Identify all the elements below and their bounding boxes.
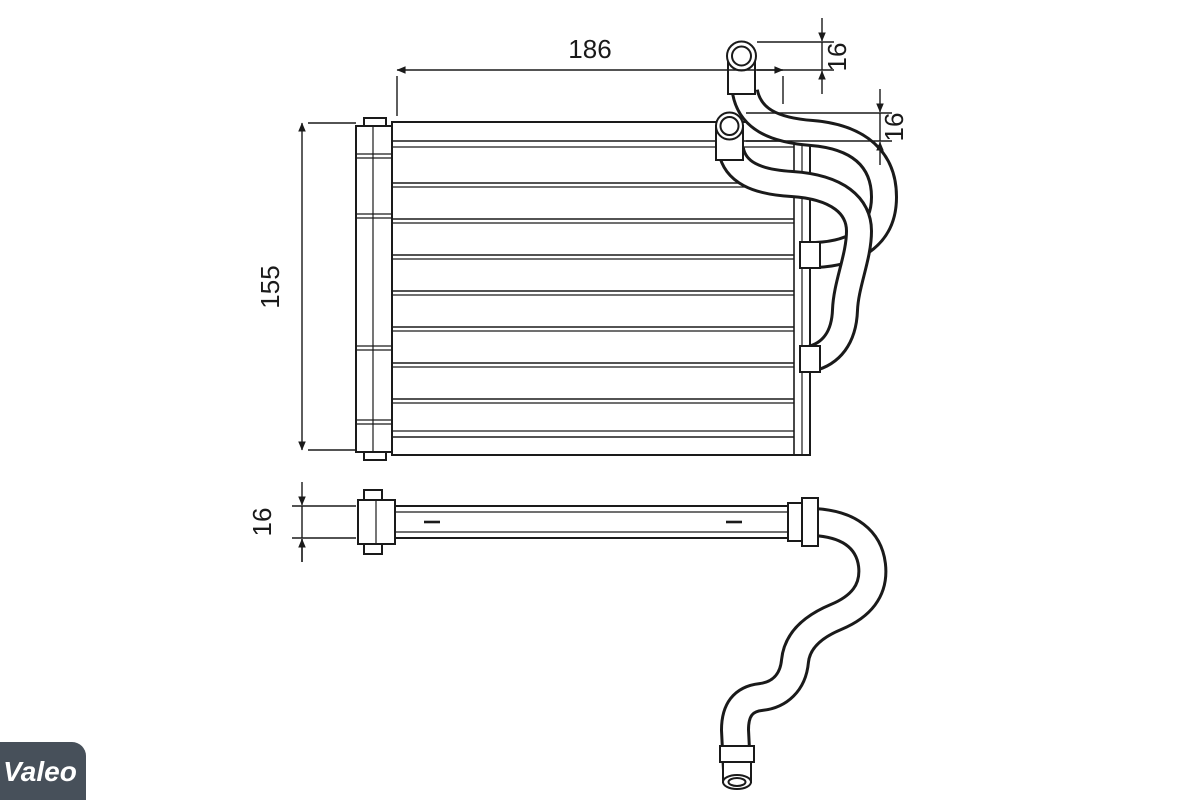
side-view-left-bracket	[357, 489, 396, 555]
inlet-outlet-hoses	[715, 40, 898, 373]
valeo-logo-background	[0, 742, 86, 800]
dim-pipe-lower-label: 16	[879, 113, 909, 142]
core-tube-lines	[392, 182, 794, 404]
valeo-logo-text: Valeo	[3, 756, 77, 787]
dim-core-depth: 16	[247, 482, 356, 562]
inlet-pipe-fitting	[726, 40, 757, 95]
dim-pipe-top-label: 16	[822, 43, 852, 72]
left-mounting-bracket	[355, 117, 393, 461]
dim-core-height: 155	[255, 122, 356, 451]
outlet-pipe-fitting	[715, 111, 744, 161]
dim-inlet-pipe: 16	[757, 18, 852, 94]
dim-core-width: 186	[396, 34, 784, 116]
lower-hose-body	[720, 147, 870, 370]
side-hose-tip	[719, 745, 755, 790]
dim-outlet-pipe: 16	[746, 89, 909, 165]
side-view	[357, 489, 888, 790]
dimension-annotations: 186 16 16 155	[247, 18, 909, 562]
side-view-core-bar	[394, 505, 791, 539]
upper-hose-flange	[799, 241, 821, 269]
dim-depth-label: 16	[247, 508, 277, 537]
side-hose-body	[723, 510, 885, 771]
valeo-logo: Valeo	[0, 742, 86, 800]
lower-hose-flange	[799, 345, 821, 373]
dim-width-label: 186	[568, 34, 611, 64]
side-view-right-fitting	[787, 497, 819, 547]
dim-height-label: 155	[255, 265, 285, 308]
